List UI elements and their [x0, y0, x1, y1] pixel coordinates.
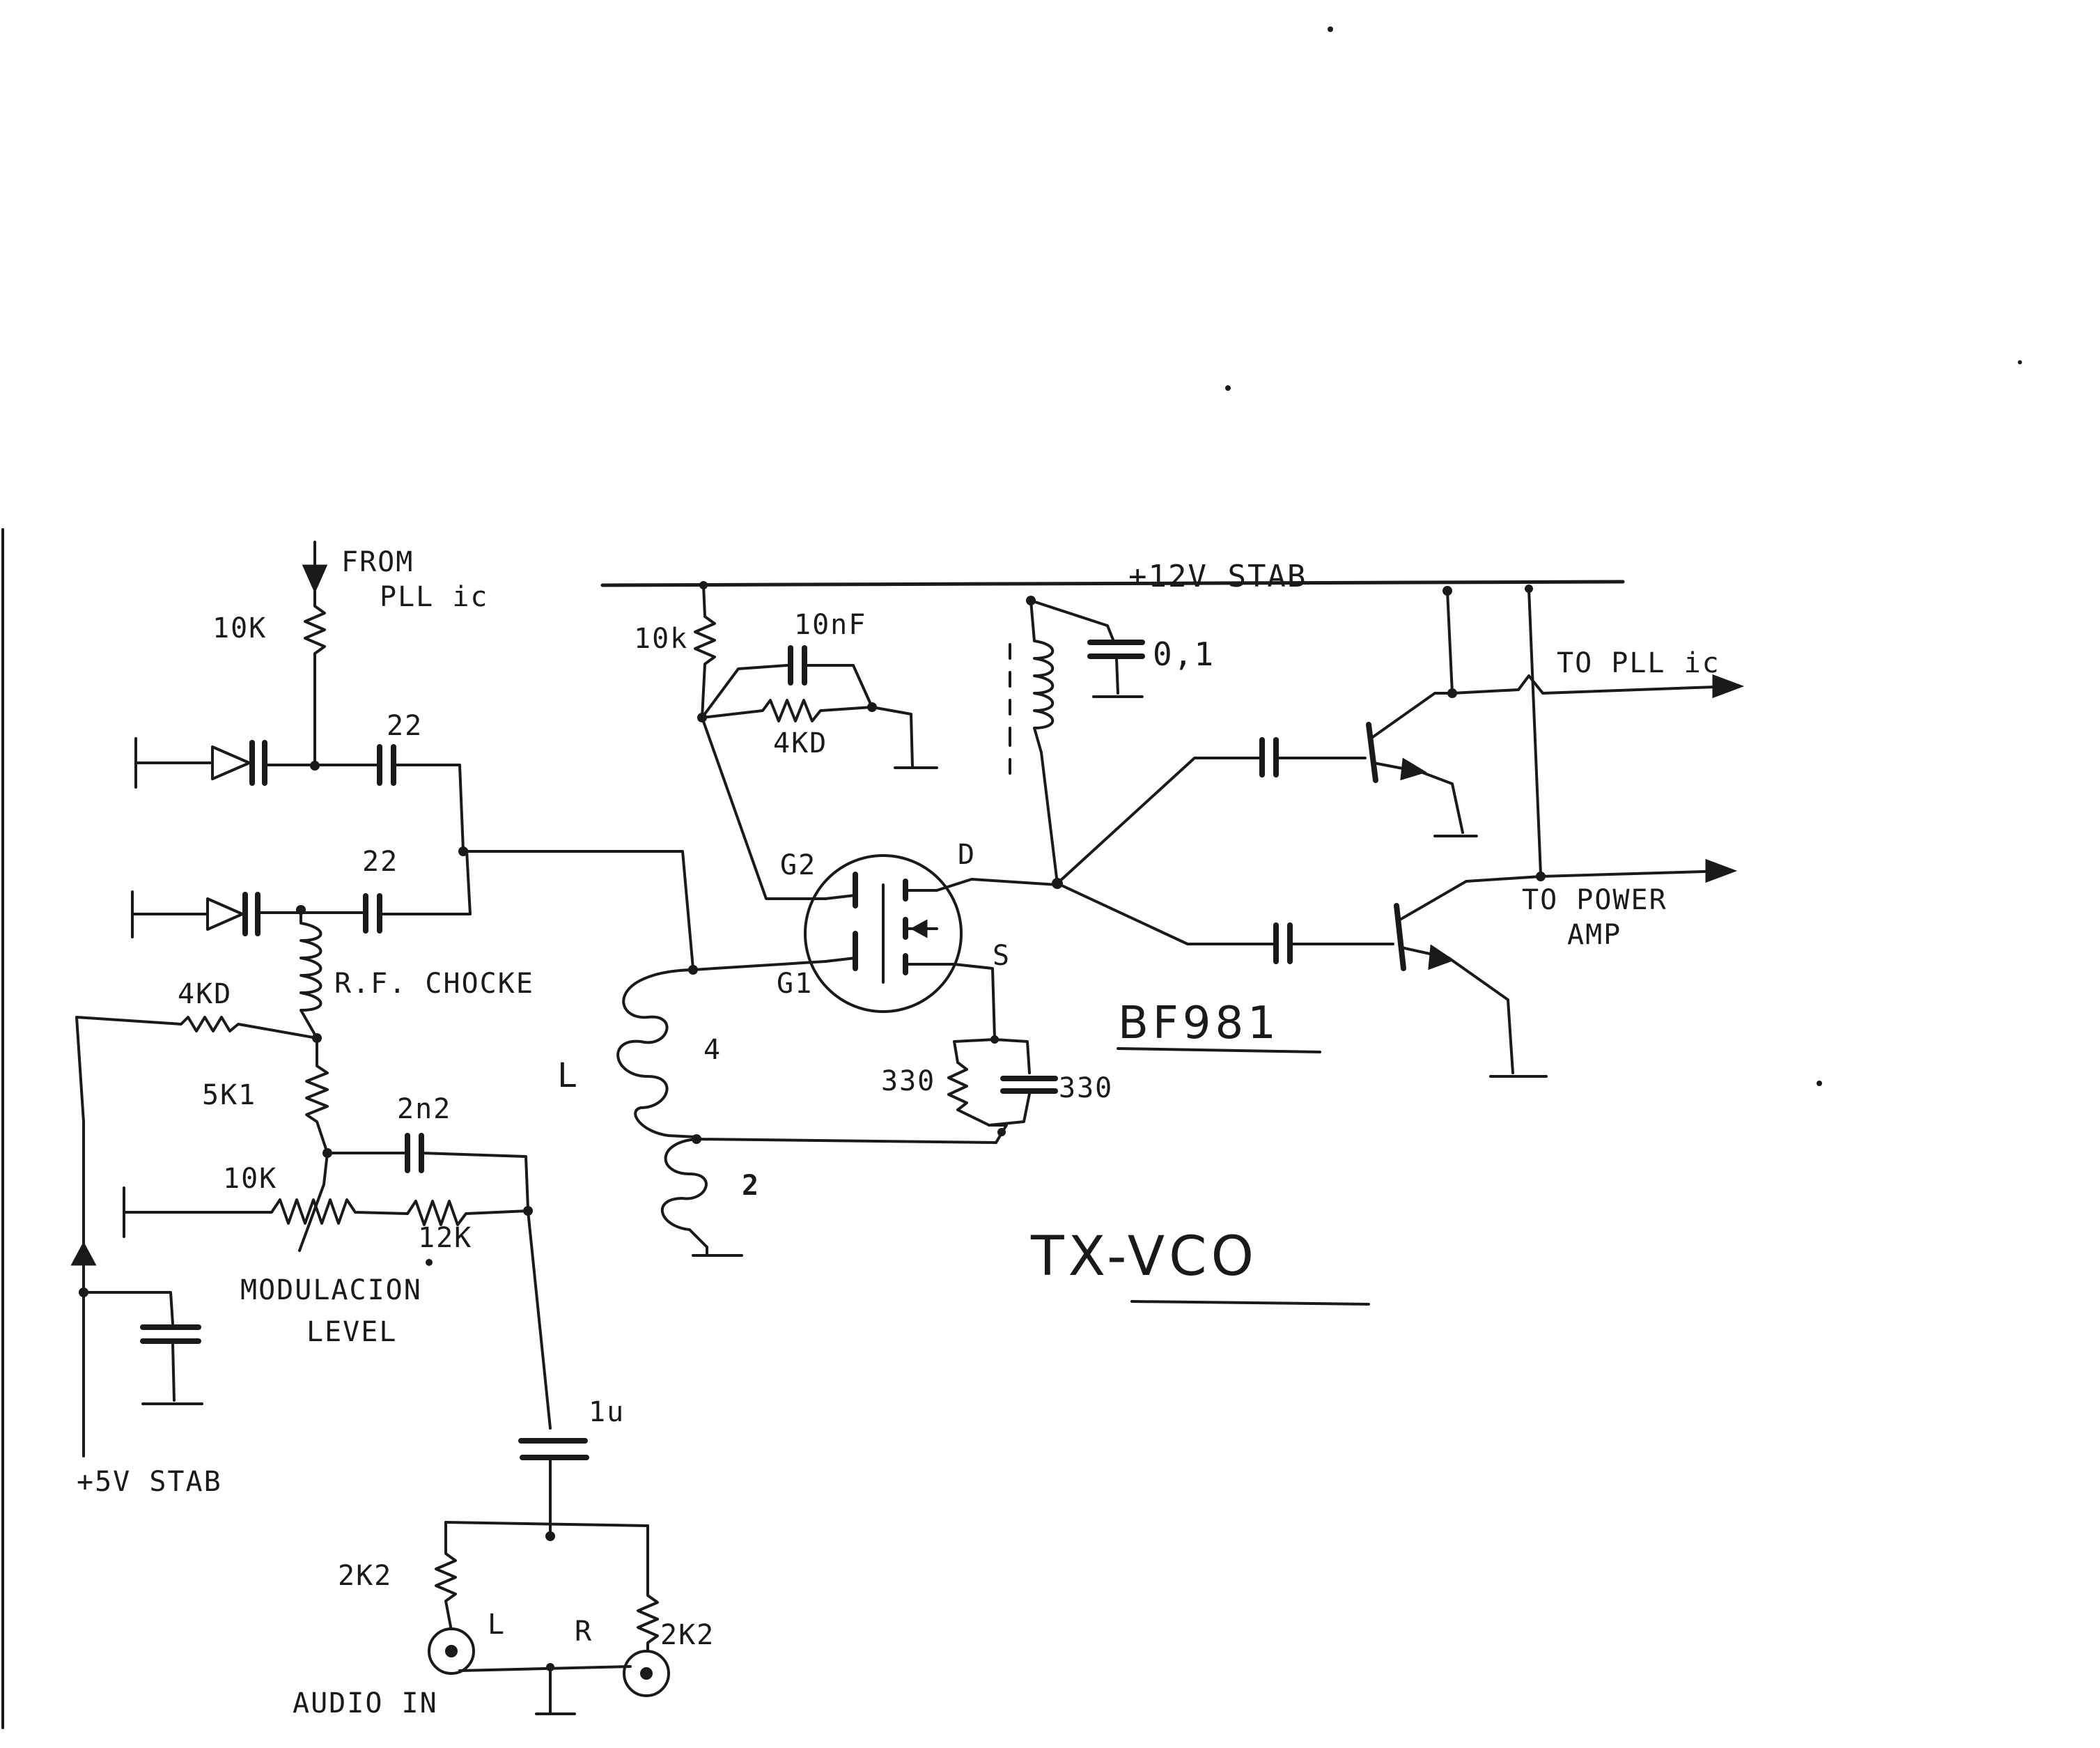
label-to-power-2: AMP [1567, 919, 1621, 951]
label-audio-in: AUDIO IN [293, 1687, 438, 1719]
label-c-330: 330 [1059, 1072, 1113, 1104]
audio-jack-right[interactable] [623, 1650, 670, 1697]
tank-coil-l [616, 968, 698, 1138]
label-pin-g2: G2 [780, 849, 816, 881]
junction-dot [310, 761, 320, 771]
label-coil-4: 4 [703, 1034, 722, 1066]
capacitor-330 [1000, 1076, 1058, 1094]
scan-speck [1225, 385, 1231, 391]
scan-speck [1817, 1081, 1822, 1086]
to-pll-arrowhead [1712, 674, 1745, 699]
capacitor-buffer-bottom [1273, 922, 1293, 964]
capacitor-0-1 [1087, 640, 1145, 659]
label-from-pll-2: PLL ic [380, 581, 489, 613]
capacitor-1u [518, 1438, 589, 1460]
label-r-5k1: 5K1 [202, 1079, 256, 1111]
label-r-10k-pot: 10K [223, 1163, 277, 1195]
scan-speck [1328, 26, 1333, 32]
plus12v-rail [600, 580, 1625, 587]
label-c-22-mid: 22 [362, 846, 398, 878]
title-underline [1130, 1300, 1370, 1306]
tank-coil-2 [660, 1138, 708, 1248]
capacitor-buffer-top [1259, 737, 1279, 778]
pot-wiper [298, 1152, 329, 1252]
label-c-0-1: 0,1 [1153, 635, 1215, 673]
capacitor-22-mid [363, 893, 382, 934]
label-to-pll: TO PLL ic [1557, 647, 1720, 679]
resistor-330 [947, 1061, 990, 1127]
to-power-arrowhead [1705, 858, 1738, 883]
label-plus12v: +12V STAB [1128, 559, 1307, 594]
drain-choke [1029, 599, 1055, 754]
label-coil-2: 2 [742, 1170, 760, 1202]
varactor-section [70, 541, 670, 1715]
resistor-5k1 [305, 1037, 329, 1154]
label-pin-g1: G1 [777, 968, 813, 1000]
label-chan-l: L [488, 1609, 506, 1641]
oscillator-section [462, 580, 1625, 1257]
label-pin-s: S [993, 940, 1011, 972]
label-coil-l: L [557, 1056, 579, 1095]
bf981-underline [1117, 1047, 1321, 1053]
label-r-330: 330 [881, 1065, 935, 1097]
label-mod-level-2: LEVEL [306, 1316, 397, 1348]
resistor-4k7-left [75, 1016, 318, 1123]
label-c-10nf: 10nF [794, 609, 866, 641]
resistor-12k [406, 1200, 529, 1226]
label-r-10k-top: 10K [212, 612, 267, 644]
transistor-buffer-power [1394, 875, 1548, 1078]
mosfet-bf981 [804, 854, 963, 1013]
label-to-power-1: TO POWER [1522, 884, 1667, 916]
label-from-pll-1: FROM [341, 546, 414, 578]
label-r-4k7-g2: 4KD [773, 727, 827, 759]
label-r-12k: 12K [418, 1222, 472, 1254]
label-mod-level-1: MODULACION [240, 1274, 422, 1306]
capacitor-10nf [788, 645, 807, 686]
label-r-4k7-left: 4KD [178, 978, 232, 1010]
label-r-2k2-right: 2K2 [660, 1619, 715, 1651]
junction-dot [426, 1259, 433, 1266]
label-rf-choke: R.F. CHOCKE [334, 968, 534, 1000]
potentiometer-10k [123, 1198, 409, 1225]
resistor-2k2-right [637, 1524, 659, 1673]
scan-speck [2018, 360, 2022, 364]
varactor-diode-mid [206, 892, 260, 936]
label-pin-d: D [958, 839, 976, 871]
transistor-buffer-pll [1366, 692, 1478, 837]
resistor-10k-g2 [694, 584, 716, 719]
label-r-2k2-left: 2K2 [338, 1560, 392, 1592]
rf-choke-inductor [300, 908, 322, 1039]
varactor-diode-top [211, 740, 267, 786]
capacitor-22-top [377, 744, 396, 786]
from-pll-arrowhead [302, 564, 328, 594]
capacitor-2n2 [405, 1133, 424, 1173]
label-plus5v: +5V STAB [77, 1466, 222, 1498]
resistor-10k-top [304, 589, 326, 768]
label-r-10k-g2: 10k [634, 623, 688, 655]
label-c-22-top: 22 [387, 710, 423, 742]
resistor-2k2-left [435, 1521, 457, 1632]
label-chan-r: R [575, 1616, 593, 1648]
audio-jack-left[interactable] [428, 1627, 475, 1675]
buffer-section [1056, 587, 1745, 1078]
diagram-title: TX-VCO [1030, 1225, 1258, 1288]
resistor-4k7-g2 [701, 699, 873, 722]
label-c-2n2: 2n2 [397, 1093, 451, 1125]
label-fet-part: BF981 [1118, 998, 1280, 1049]
decoupling-capacitor-5v [140, 1324, 201, 1344]
label-c-1u: 1u [589, 1396, 625, 1428]
plus5v-arrowhead [70, 1241, 97, 1266]
